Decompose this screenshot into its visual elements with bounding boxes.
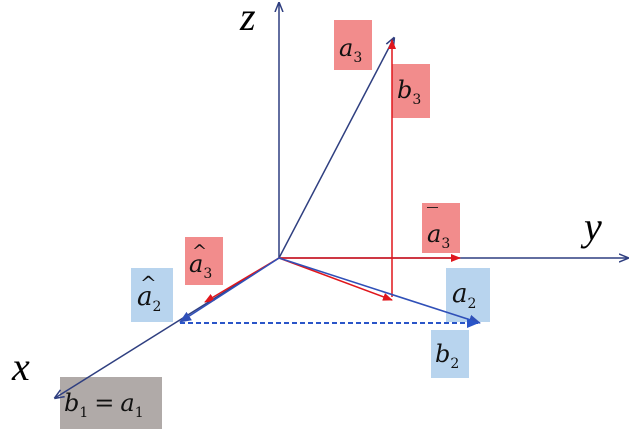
b2-label: b2 xyxy=(435,340,459,372)
a2-hat-vector xyxy=(179,257,280,323)
b2-label-box xyxy=(431,330,469,378)
a2-hat-accent: ^ xyxy=(140,271,157,295)
a3-hat-label: a3 xyxy=(189,250,212,282)
z-axis-label: z xyxy=(239,0,256,39)
a2-vector xyxy=(278,257,481,325)
b3-label: b3 xyxy=(397,76,421,108)
a3-bar-label-box xyxy=(422,203,460,253)
a2-hat-label: a2 xyxy=(137,282,161,315)
a3-bar-accent: ‾ xyxy=(427,205,438,230)
a2-label-box xyxy=(446,268,490,322)
a2-hat-label-box xyxy=(131,268,173,322)
x-axis-label: x xyxy=(11,344,30,389)
a2-label: a2 xyxy=(452,279,476,312)
b3-label-box xyxy=(392,64,430,118)
a3-hat-accent: ^ xyxy=(192,241,207,262)
a3-hat-label-box xyxy=(185,237,223,285)
b1-eq-a1-label-box xyxy=(60,377,162,429)
b1-eq-a1-label: b1=a1 xyxy=(64,389,144,421)
a3-projection-vector xyxy=(278,257,393,301)
a3-vector xyxy=(278,38,394,259)
a3-label: a3 xyxy=(339,34,362,66)
a3-label-box xyxy=(334,20,372,70)
a3-bar-label: a3 xyxy=(427,220,450,252)
y-axis-label: y xyxy=(580,204,602,249)
